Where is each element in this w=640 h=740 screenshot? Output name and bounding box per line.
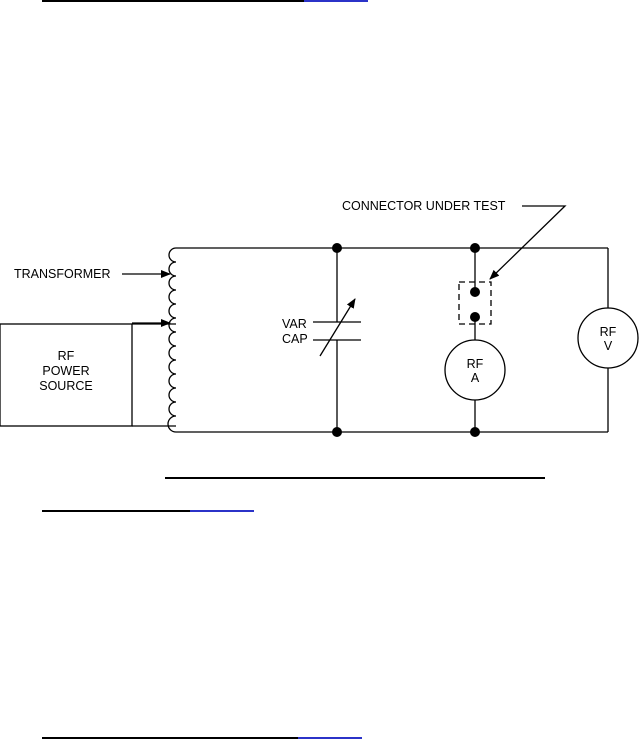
header-rule-black bbox=[42, 0, 304, 2]
transformer-label: TRANSFORMER bbox=[14, 267, 111, 281]
junction-dot bbox=[470, 427, 480, 437]
rf-voltmeter-label-line2: V bbox=[604, 339, 613, 353]
rf-power-source-label-line1: RF bbox=[58, 349, 75, 363]
var-cap-label-line1: VAR bbox=[282, 317, 307, 331]
rf-power-source-label-line3: SOURCE bbox=[39, 379, 92, 393]
rf-power-source-label-line2: POWER bbox=[42, 364, 89, 378]
section-rule-black bbox=[42, 510, 190, 512]
transformer-coil bbox=[167, 247, 177, 433]
connector-contact-dot bbox=[470, 287, 480, 297]
connector-label-leader bbox=[489, 205, 567, 280]
caption-rule bbox=[165, 477, 545, 479]
rf-power-source-box bbox=[0, 323, 133, 427]
connector-under-test-label: CONNECTOR UNDER TEST bbox=[342, 199, 506, 213]
junction-dot bbox=[470, 243, 480, 253]
footer-rule-black bbox=[42, 737, 298, 739]
rf-ammeter-label-line1: RF bbox=[467, 357, 484, 371]
var-cap-adjust-arrow bbox=[319, 298, 356, 357]
section-rule-accent bbox=[190, 510, 254, 512]
header-rule-accent bbox=[304, 0, 368, 2]
rf-voltmeter-label-line1: RF bbox=[600, 325, 617, 339]
var-cap-label-line2: CAP bbox=[282, 332, 308, 346]
rf-ammeter-label-line2: A bbox=[471, 371, 480, 385]
footer-rule-accent bbox=[298, 737, 362, 739]
junction-dot bbox=[332, 427, 342, 437]
junction-dot bbox=[332, 243, 342, 253]
connector-contact-dot bbox=[470, 312, 480, 322]
